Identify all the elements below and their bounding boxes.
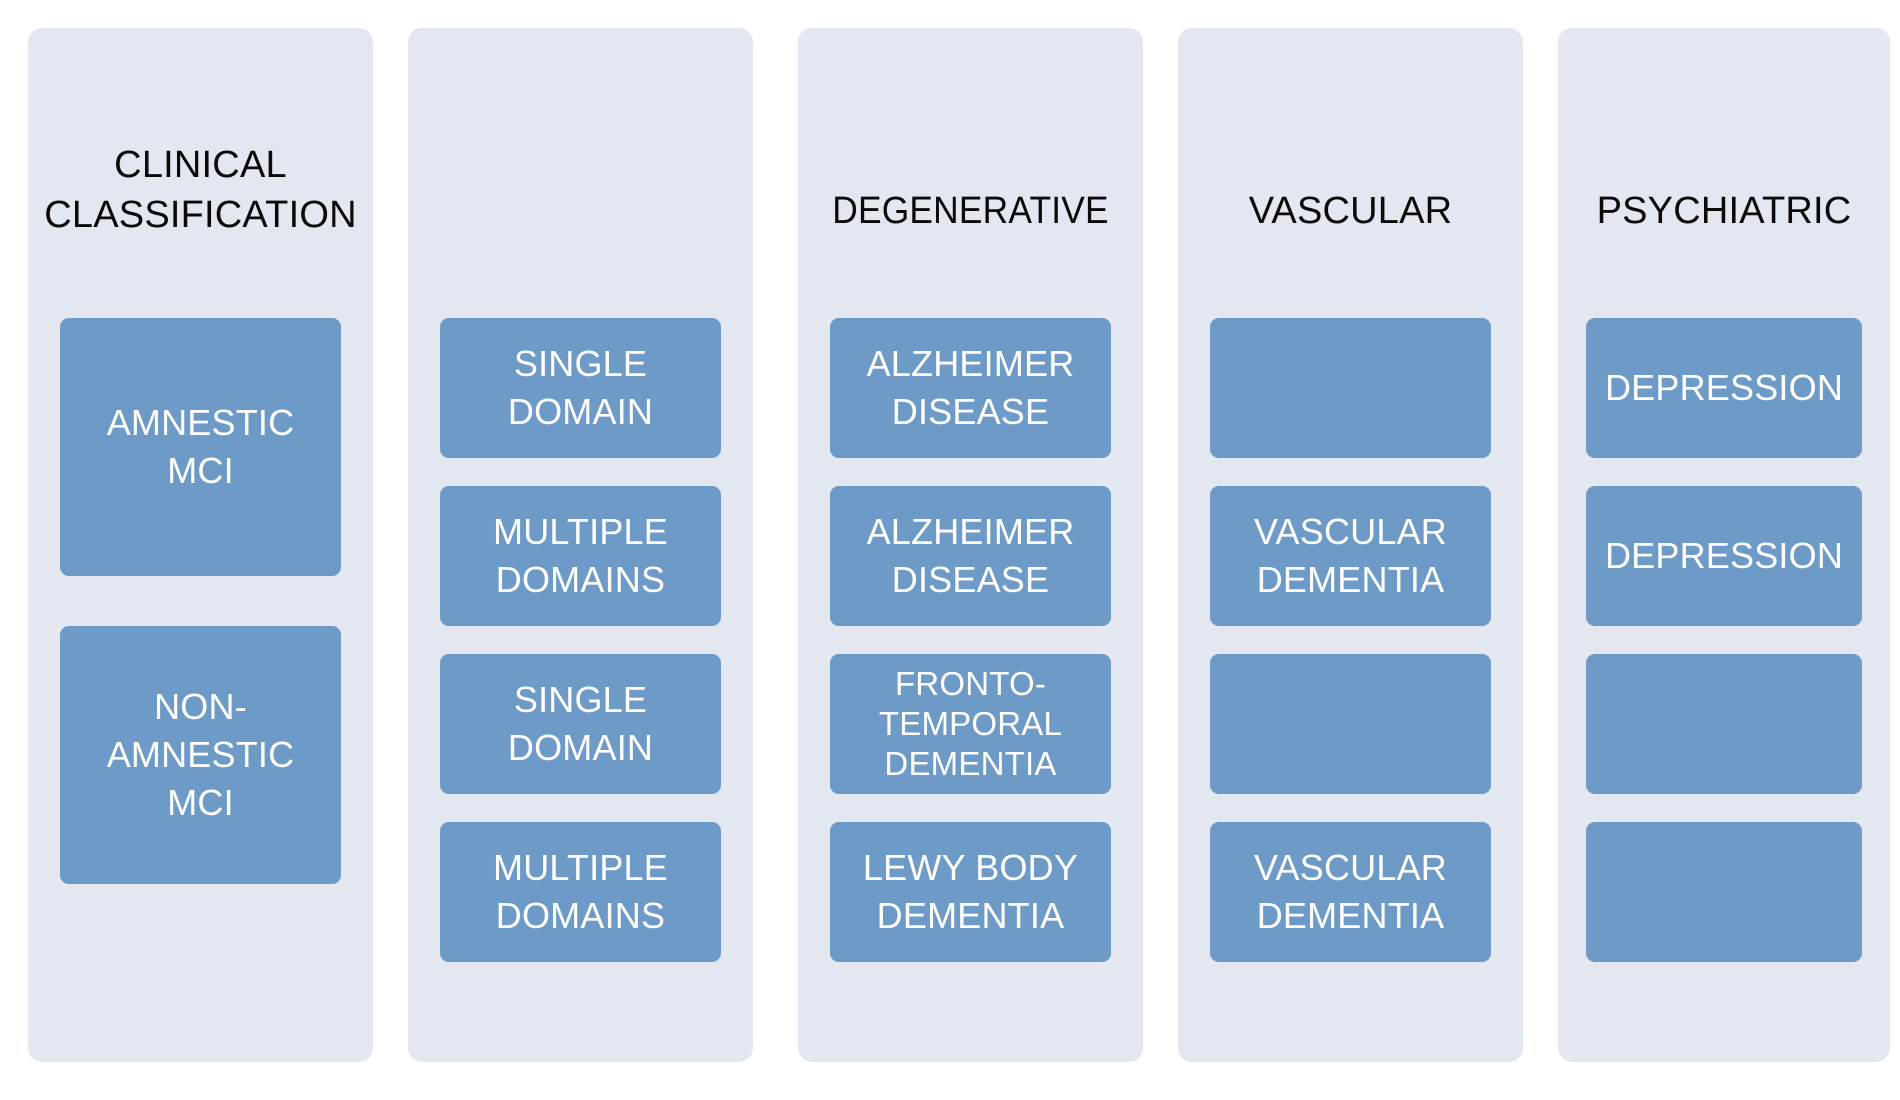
box-vascular-empty-2[interactable] <box>1210 654 1491 794</box>
box-vascular-dementia-1[interactable]: VASCULAR DEMENTIA <box>1210 486 1491 626</box>
box-single-domain-2[interactable]: SINGLE DOMAIN <box>440 654 721 794</box>
column-panel-vascular: VASCULAR VASCULAR DEMENTIA VASCULAR DEME… <box>1178 28 1523 1062</box>
box-multiple-domains-2[interactable]: MULTIPLE DOMAINS <box>440 822 721 962</box>
box-depression-2[interactable]: DEPRESSION <box>1586 486 1862 626</box>
column-panel-domains: SINGLE DOMAIN MULTIPLE DOMAINS SINGLE DO… <box>408 28 753 1062</box>
box-lewy-body-dementia[interactable]: LEWY BODY DEMENTIA <box>830 822 1111 962</box>
box-amnestic-mci[interactable]: AMNESTIC MCI <box>60 318 341 576</box>
column-panel-degenerative: DEGENERATIVE ALZHEIMER DISEASE ALZHEIMER… <box>798 28 1143 1062</box>
box-non-amnestic-mci[interactable]: NON- AMNESTIC MCI <box>60 626 341 884</box>
box-multiple-domains-1[interactable]: MULTIPLE DOMAINS <box>440 486 721 626</box>
column-panel-clinical-classification: CLINICAL CLASSIFICATION AMNESTIC MCI NON… <box>28 28 373 1062</box>
column-header-vascular: VASCULAR <box>1248 190 1453 232</box>
box-single-domain-1[interactable]: SINGLE DOMAIN <box>440 318 721 458</box>
box-frontotemporal-dementia[interactable]: FRONTO- TEMPORAL DEMENTIA <box>830 654 1111 794</box>
box-vascular-empty-1[interactable] <box>1210 318 1491 458</box>
column-header-clinical-classification: CLINICAL CLASSIFICATION <box>44 144 357 237</box>
box-alzheimer-disease-2[interactable]: ALZHEIMER DISEASE <box>830 486 1111 626</box>
box-alzheimer-disease-1[interactable]: ALZHEIMER DISEASE <box>830 318 1111 458</box>
box-depression-1[interactable]: DEPRESSION <box>1586 318 1862 458</box>
box-psychiatric-empty-2[interactable] <box>1586 822 1862 962</box>
column-header-psychiatric: PSYCHIATRIC <box>1596 190 1852 232</box>
column-header-degenerative: DEGENERATIVE <box>832 190 1109 232</box>
column-panel-psychiatric: PSYCHIATRIC DEPRESSION DEPRESSION <box>1558 28 1890 1062</box>
box-psychiatric-empty-1[interactable] <box>1586 654 1862 794</box>
box-vascular-dementia-2[interactable]: VASCULAR DEMENTIA <box>1210 822 1491 962</box>
